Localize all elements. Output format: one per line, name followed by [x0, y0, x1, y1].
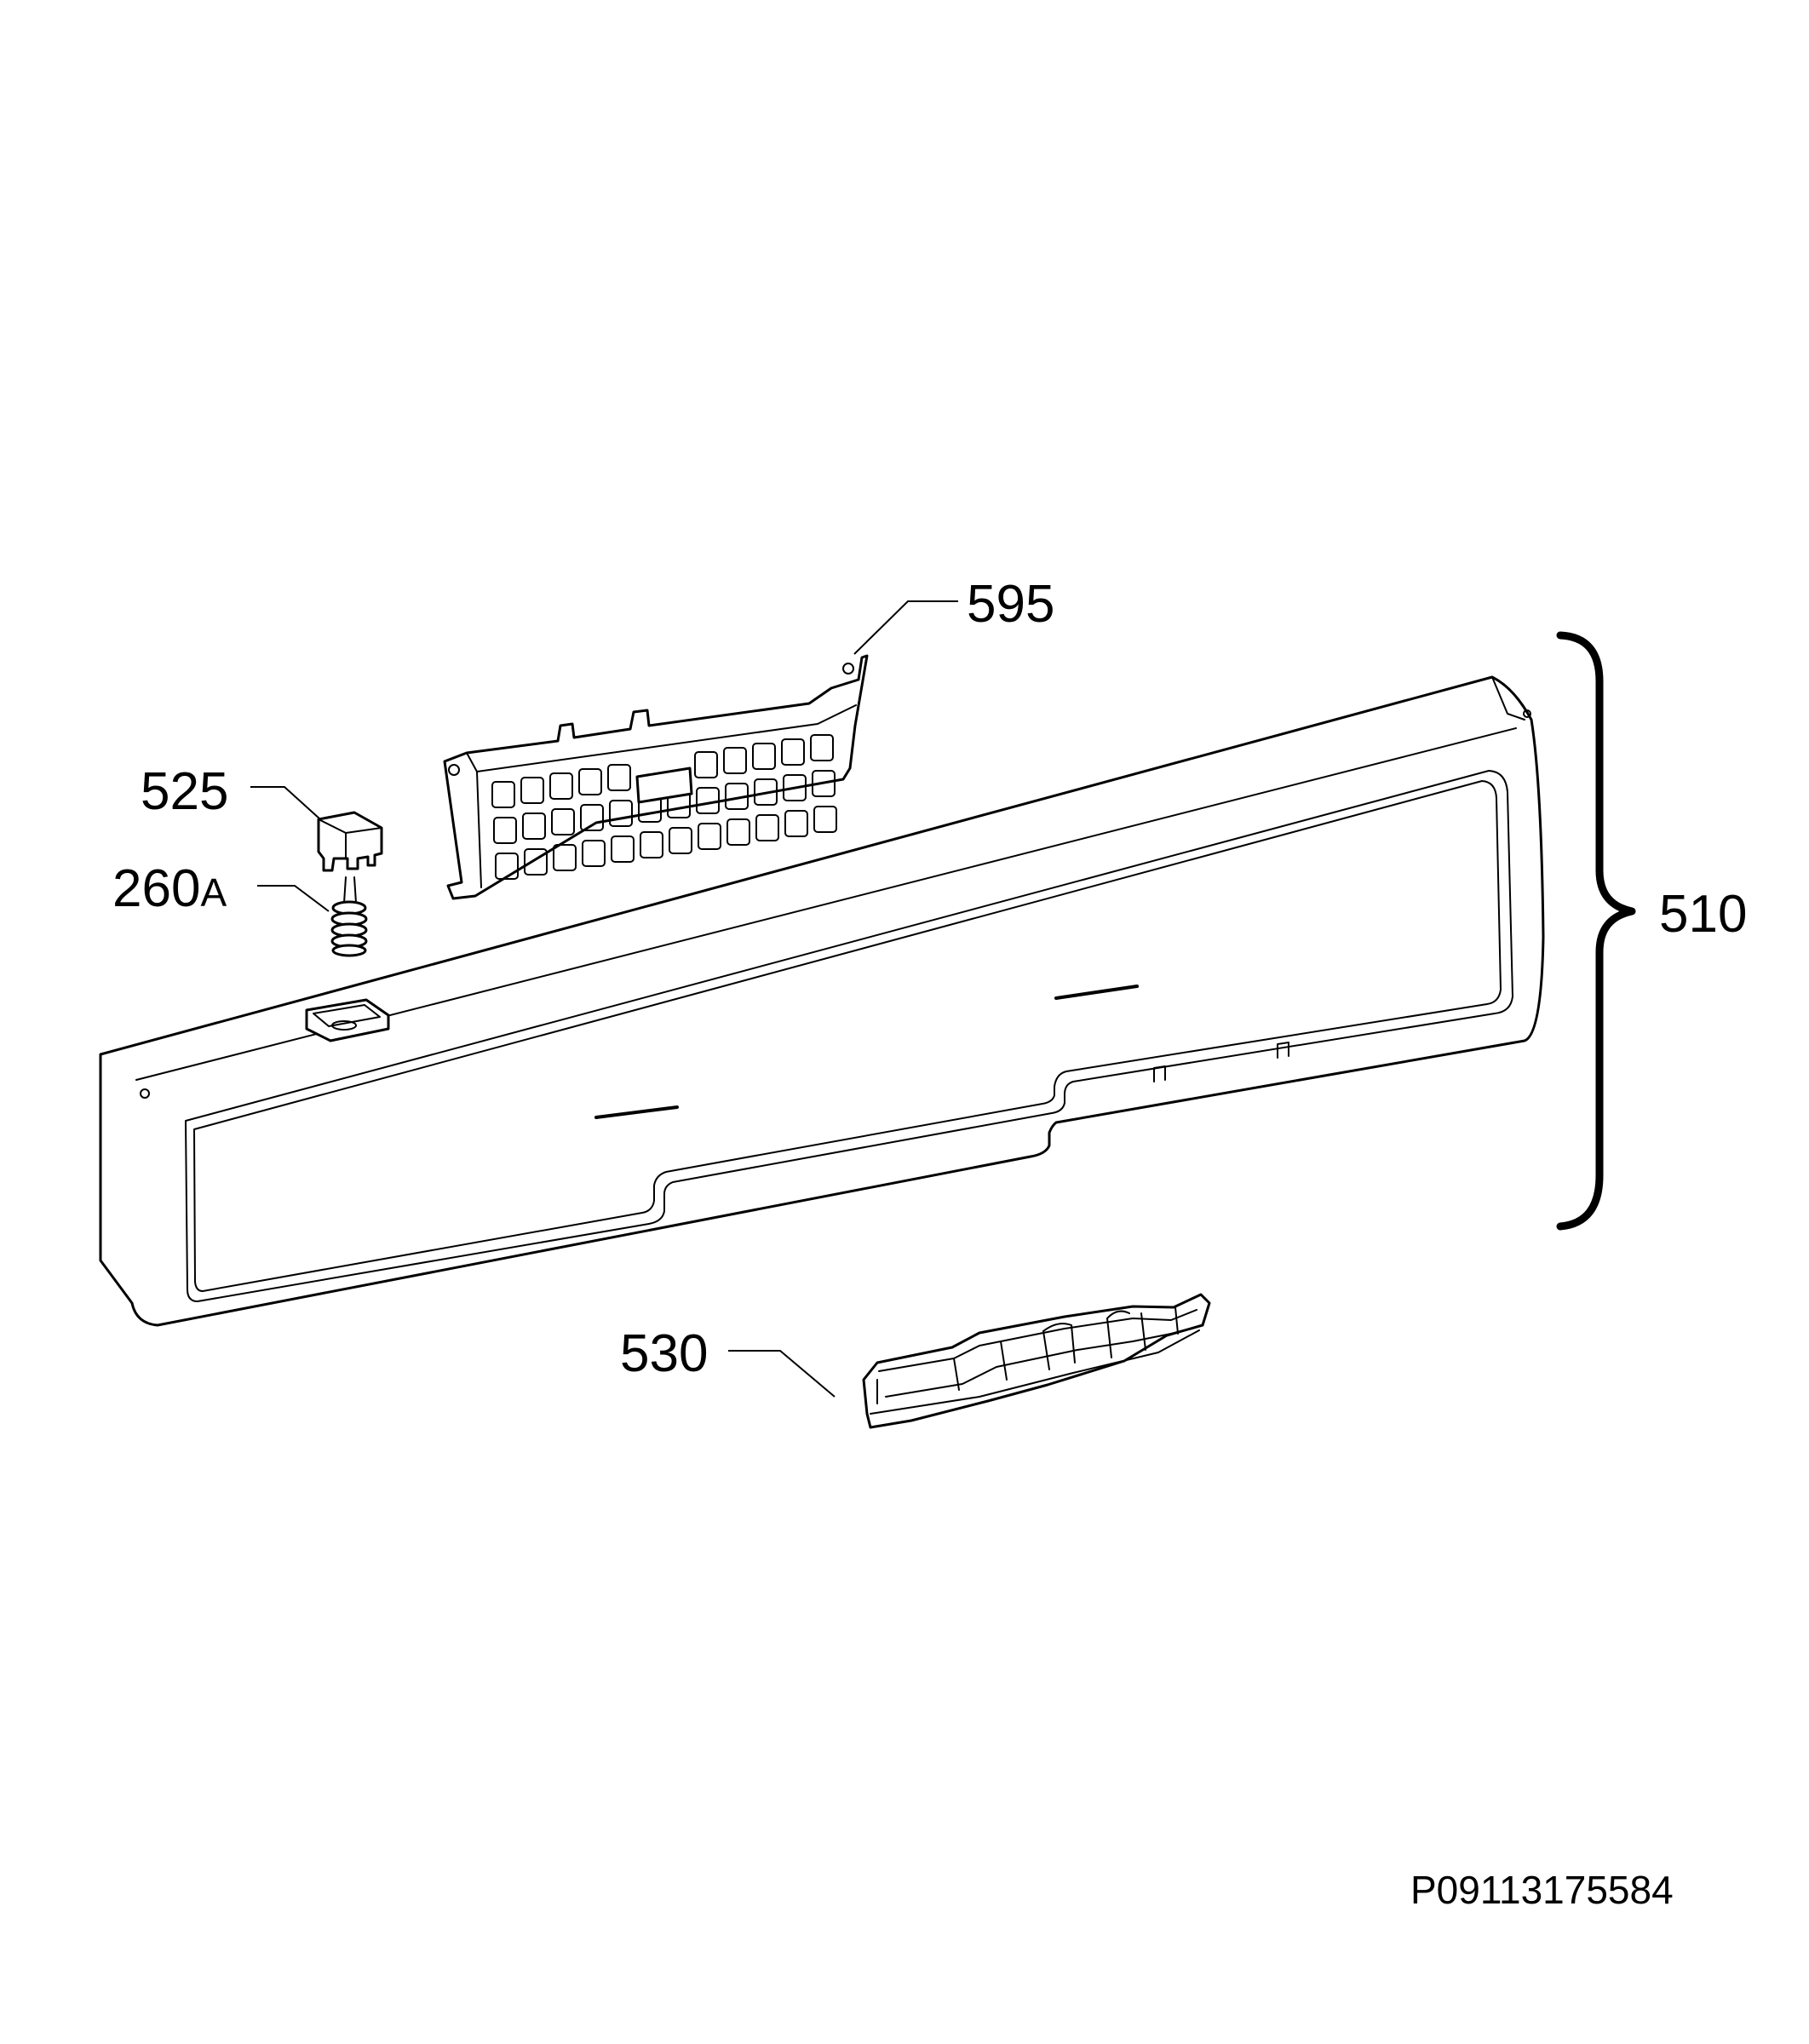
keypad-button-cell: [493, 817, 517, 844]
keypad-button-cell: [495, 853, 519, 880]
leader-line-530: [728, 1350, 836, 1398]
keypad-display-opening: [635, 766, 693, 804]
keypad-button-cell: [551, 808, 575, 835]
keypad-button-cell: [723, 747, 747, 774]
keypad-button-cell: [725, 783, 749, 810]
compression-spring-icon: [330, 876, 368, 957]
keypad-button-cell: [607, 764, 631, 791]
callout-260a-number: 260: [112, 859, 200, 918]
keypad-button-cell: [524, 848, 548, 876]
keypad-button-cell: [609, 800, 633, 827]
keypad-button-cell: [781, 738, 805, 766]
keypad-button-cell: [784, 810, 808, 837]
callout-525: 525: [141, 762, 228, 821]
callout-595: 595: [967, 575, 1054, 634]
keypad-button-cell: [580, 804, 604, 831]
assembly-brace-icon: [1556, 631, 1636, 1231]
button-keypad-frame-icon: [443, 654, 869, 900]
leader-line-525: [250, 786, 321, 820]
keypad-button-cell: [520, 777, 544, 804]
keypad-button-cell: [698, 823, 721, 850]
keypad-button-cell: [522, 812, 546, 840]
callout-260a: 260A: [112, 859, 227, 918]
keypad-button-cell: [578, 768, 602, 795]
keypad-button-cell: [669, 827, 692, 854]
keypad-button-cell: [640, 831, 663, 858]
control-panel-fascia-icon: [99, 675, 1545, 1327]
callout-530: 530: [620, 1324, 708, 1383]
keypad-button-grid: [491, 734, 837, 880]
keypad-button-cell: [491, 781, 515, 808]
keypad-button-cell: [810, 734, 834, 761]
mounting-bracket-icon: [862, 1293, 1211, 1429]
leader-line-595: [853, 600, 958, 655]
keypad-button-cell: [696, 787, 720, 814]
leader-line-260a: [257, 885, 330, 912]
callout-260a-suffix: A: [200, 870, 227, 915]
keypad-button-cell: [611, 835, 635, 863]
keypad-button-cell: [752, 743, 776, 770]
keypad-button-cell: [754, 778, 778, 806]
document-reference: P09113175584: [1410, 1868, 1674, 1912]
keypad-button-cell: [553, 844, 577, 871]
push-button-cap-icon: [317, 811, 383, 872]
keypad-button-cell: [694, 751, 718, 778]
keypad-button-cell: [783, 774, 807, 801]
keypad-button-cell: [813, 806, 837, 833]
keypad-button-cell: [726, 818, 750, 846]
keypad-button-cell: [582, 840, 606, 867]
keypad-button-cell: [549, 772, 573, 800]
keypad-button-cell: [755, 814, 779, 841]
callout-510: 510: [1659, 885, 1747, 944]
keypad-button-cell: [812, 770, 836, 797]
